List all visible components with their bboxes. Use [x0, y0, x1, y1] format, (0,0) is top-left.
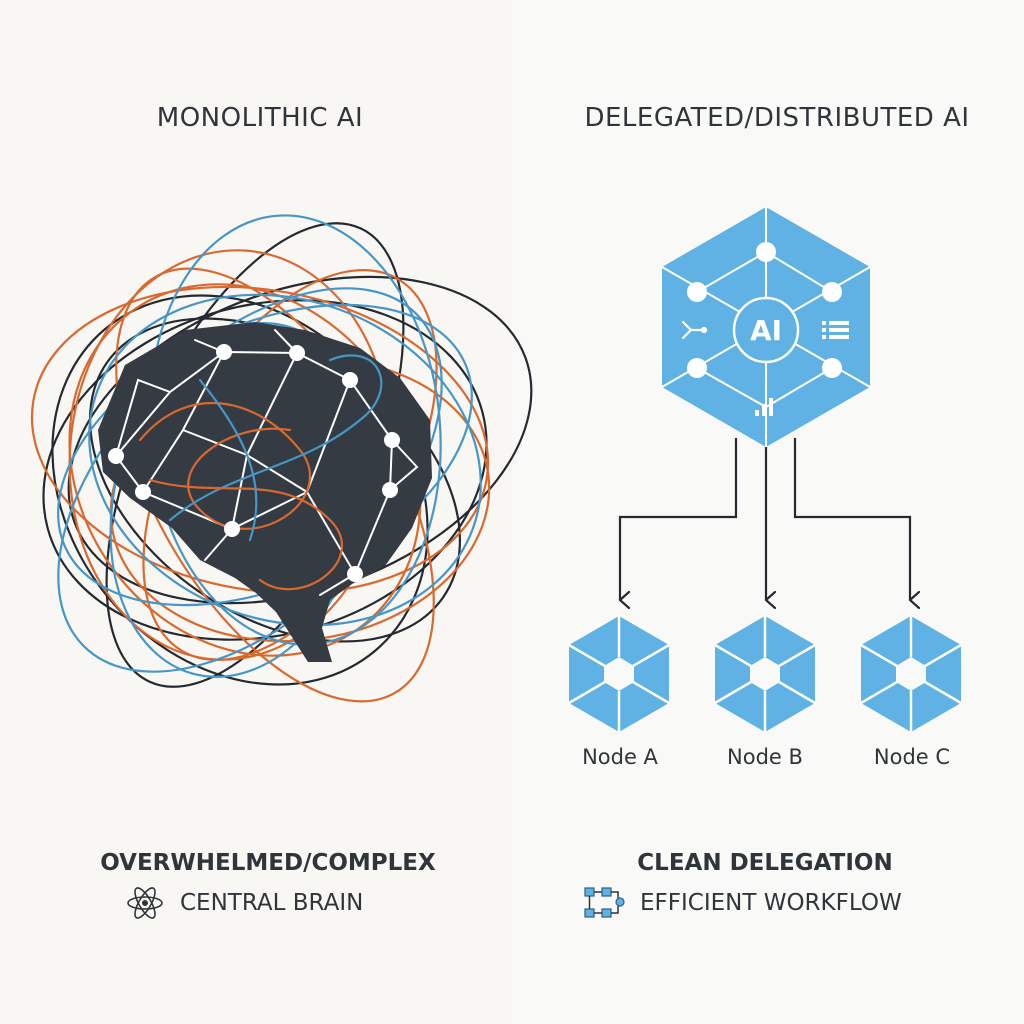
bar-chart-icon [755, 398, 773, 416]
node-a-label: Node A [582, 745, 658, 769]
delegation-caption: EFFICIENT WORKFLOW [582, 887, 902, 919]
delegation-caption-subtitle: EFFICIENT WORKFLOW [640, 890, 902, 916]
delegation-caption-title: CLEAN DELEGATION [637, 850, 893, 876]
node-b-label: Node B [727, 745, 803, 769]
branch-icon [681, 320, 708, 340]
node-c-label: Node C [873, 745, 951, 769]
monolithic-caption-title: OVERWHELMED/COMPLEX [100, 850, 436, 876]
brain-nodes [108, 344, 400, 582]
workflow-icon [584, 887, 625, 918]
node-a-hexagon [568, 616, 670, 732]
monolithic-heading: MONOLITHIC AI [156, 103, 364, 133]
node-c-hexagon [860, 616, 962, 732]
node-b-hexagon [714, 616, 816, 732]
distributed-heading: DELEGATED/DISTRIBUTED AI [584, 103, 970, 133]
tangled-lines-front [138, 354, 383, 591]
delegation-connectors [618, 438, 910, 600]
monolithic-caption: CENTRAL BRAIN [124, 887, 363, 919]
monolithic-caption-subtitle: CENTRAL BRAIN [180, 890, 364, 916]
list-icon [822, 321, 849, 339]
hub-ai-label: AI [750, 314, 782, 347]
distributed-panel [512, 0, 1024, 1024]
atom-icon [127, 887, 163, 919]
